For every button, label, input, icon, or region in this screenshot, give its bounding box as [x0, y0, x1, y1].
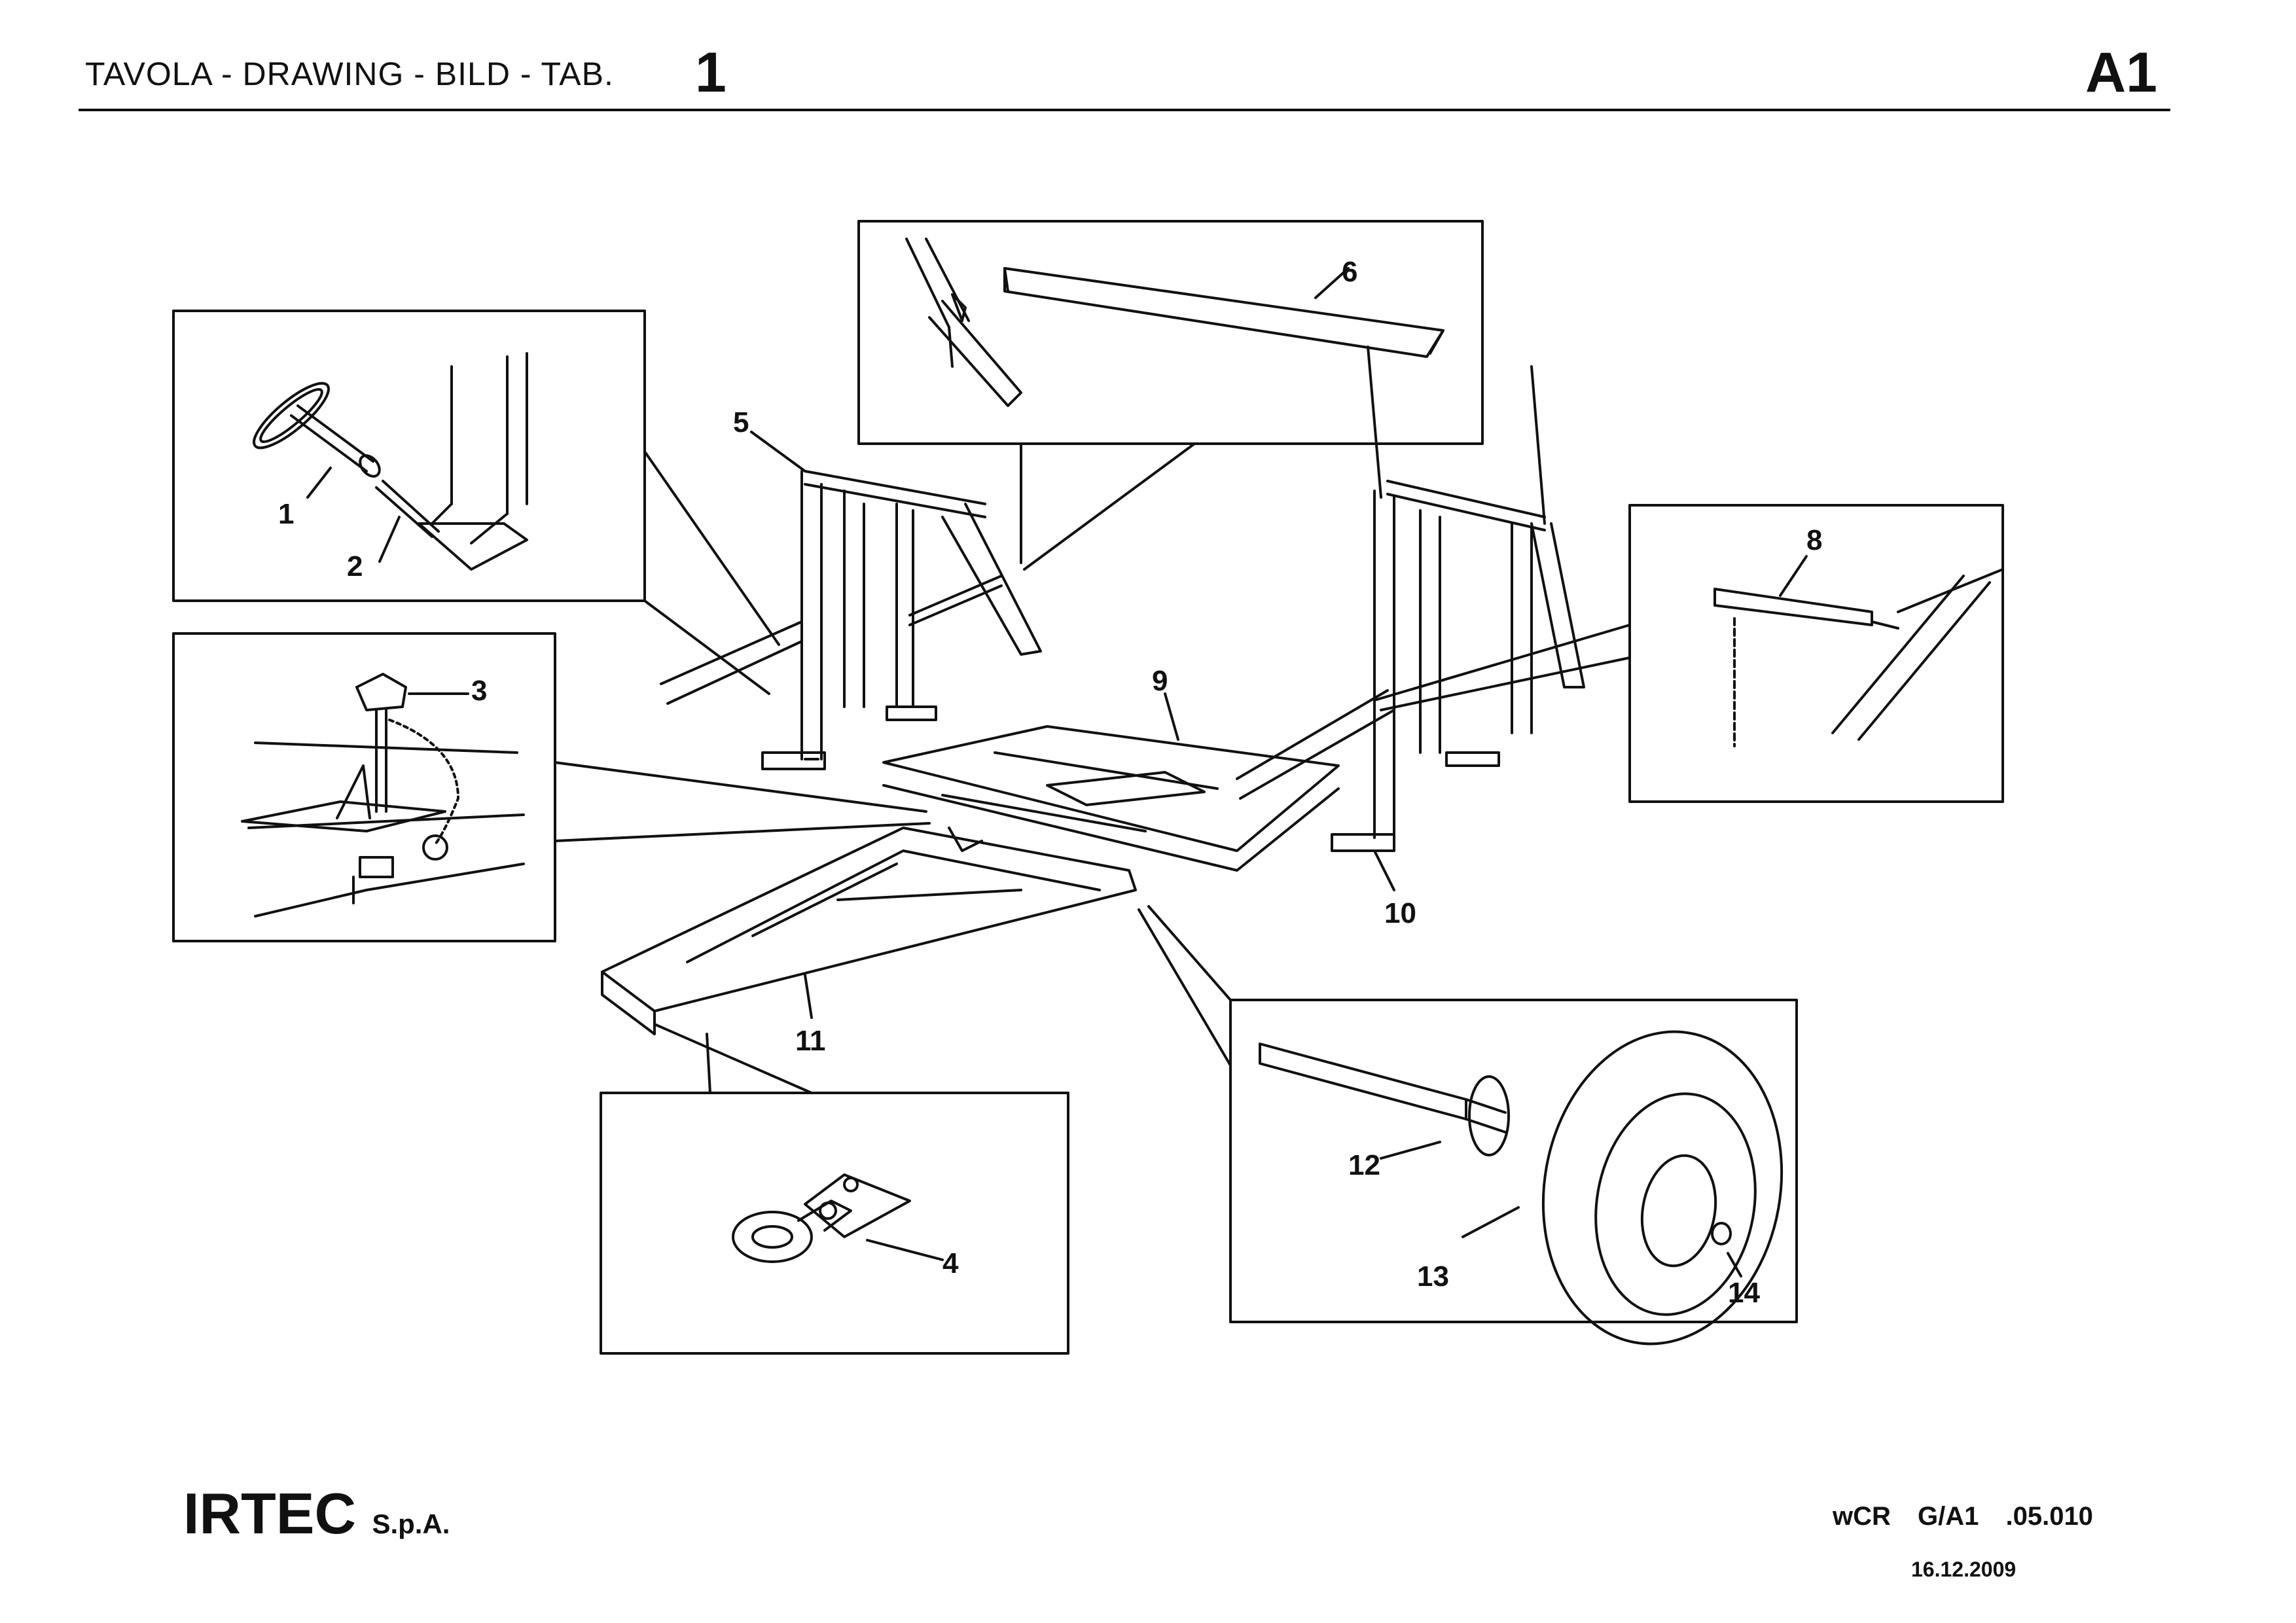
document-code: wCR G/A1 .05.010 [1833, 1502, 2093, 1531]
callout-4: 4 [942, 1247, 959, 1279]
callout-labels: 1 2 3 4 5 6 8 9 10 11 12 13 14 [278, 256, 1822, 1309]
header-rule [79, 109, 2170, 111]
callout-5: 5 [733, 406, 749, 438]
detail-box-crank-handle [172, 310, 780, 695]
company-name: IRTEC [183, 1481, 356, 1546]
callout-2: 2 [347, 550, 363, 582]
main-frame-structure [601, 346, 1585, 1035]
callout-leaders [750, 431, 1395, 1019]
company-logo: IRTEC S.p.A. [183, 1480, 450, 1547]
callout-13: 13 [1417, 1260, 1449, 1293]
table-number: 1 [695, 41, 726, 104]
company-suffix: S.p.A. [372, 1508, 450, 1539]
detail-box-angle-rail [857, 220, 1484, 571]
detail-box-wheel-axle [1138, 905, 1798, 1346]
callout-14: 14 [1728, 1277, 1760, 1309]
detail-box-tow-eye [600, 1023, 1069, 1355]
callout-12: 12 [1348, 1149, 1380, 1181]
document-date: 16.12.2009 [1911, 1558, 2017, 1581]
callout-10: 10 [1384, 897, 1416, 929]
callout-1: 1 [278, 498, 294, 530]
callout-3: 3 [471, 675, 487, 707]
callout-8: 8 [1806, 524, 1822, 556]
table-code: A1 [2085, 41, 2157, 104]
drawing-title: TAVOLA - DRAWING - BILD - TAB. [85, 56, 614, 92]
callout-6: 6 [1342, 256, 1357, 288]
detail-box-hook-chain [1373, 504, 2004, 803]
callout-9: 9 [1152, 665, 1168, 697]
detail-box-locking-pin [172, 632, 931, 942]
callout-11: 11 [795, 1025, 826, 1057]
